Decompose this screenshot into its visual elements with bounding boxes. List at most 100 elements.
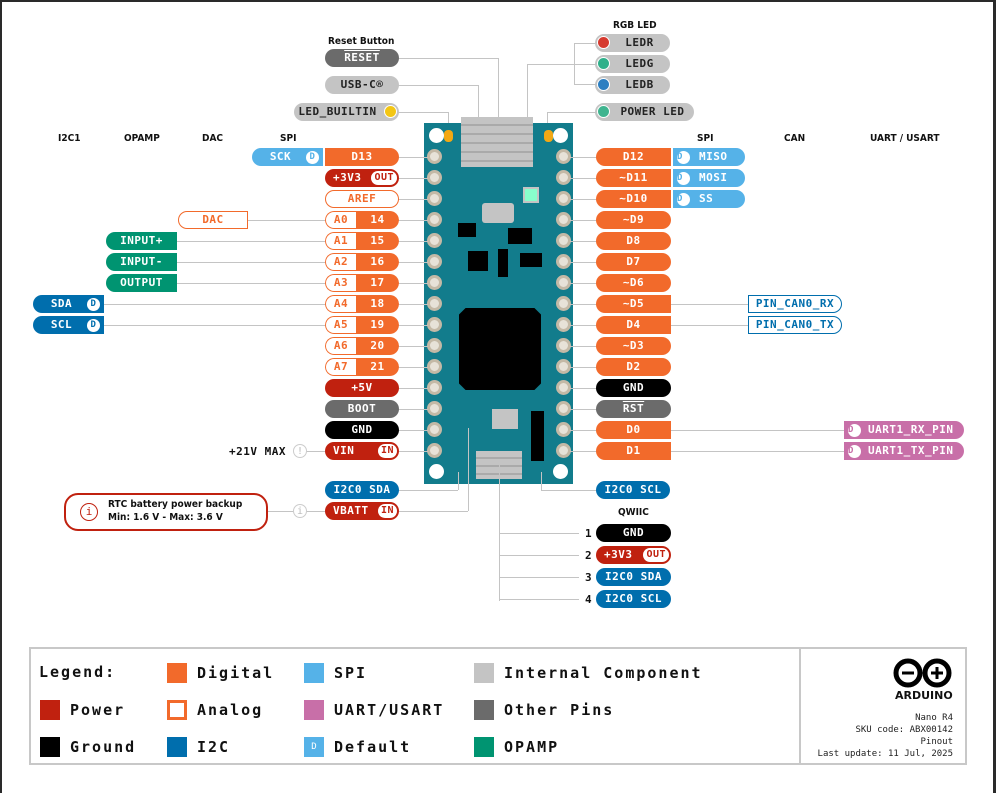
pin-pad: [427, 212, 442, 227]
mount-hole: [553, 128, 568, 143]
pin-pad: [556, 275, 571, 290]
pin-d12: D12: [596, 148, 671, 166]
power-led-icon: [597, 105, 610, 118]
analog-label: A4: [325, 295, 357, 313]
ic-chip: [468, 251, 488, 271]
in-badge: IN: [377, 444, 397, 458]
mount-hole: [553, 464, 568, 479]
ic-chip: [508, 228, 532, 244]
ic-chip: [531, 411, 544, 461]
led-blue-icon: [597, 78, 610, 91]
digital-label: 18: [356, 295, 399, 313]
vbatt-line: [398, 511, 468, 512]
legend-swatch-digital: [167, 663, 187, 683]
pin-line: [398, 199, 428, 200]
pin-pad: [427, 170, 442, 185]
uart-label: UART1_RX_PIN: [868, 423, 954, 436]
spi-label: SS: [699, 192, 714, 205]
legend-divider: [799, 647, 801, 765]
usbc-port-icon: [461, 117, 533, 167]
opamp-output: OUTPUT: [106, 274, 177, 292]
pin-pad: [427, 275, 442, 290]
rgb-led-title: RGB LED: [613, 20, 657, 31]
pin-gnd: GND: [596, 379, 671, 397]
pin-pad: [427, 191, 442, 206]
rtc-note-text: RTC battery power backup Min: 1.6 V - Ma…: [108, 498, 242, 524]
ledr-line: [574, 43, 596, 44]
legend-swatch-default: D: [304, 737, 324, 757]
header-dac: DAC: [202, 133, 224, 144]
pin-line: [570, 388, 597, 389]
legend-label: Power: [70, 701, 126, 719]
pin-d10: ~D10: [596, 190, 671, 208]
analog-label: A2: [325, 253, 357, 271]
legend-swatch-power: [40, 700, 60, 720]
pin-line: [398, 409, 428, 410]
pin-pad: [427, 233, 442, 248]
pin-line: [570, 430, 597, 431]
legend-label: Default: [334, 738, 412, 756]
pin-pad: [427, 296, 442, 311]
header-spi-right: SPI: [697, 133, 714, 144]
dac-pin: DAC: [178, 211, 248, 229]
mount-hole: [429, 464, 444, 479]
usbc-line: [398, 85, 478, 86]
qwiic-pin-number: 3: [585, 571, 592, 584]
pin-line: [398, 325, 428, 326]
pin-pad: [556, 359, 571, 374]
pin-d7: D7: [596, 253, 671, 271]
vbatt-in-badge: IN: [377, 504, 397, 518]
reset-pin: RESET: [325, 49, 399, 67]
qwiic-line: [499, 555, 579, 556]
uart-label: UART1_TX_PIN: [868, 444, 954, 457]
nano-r4-board: [424, 117, 573, 484]
default-badge-icon: D: [677, 171, 690, 185]
pin-pad: [427, 443, 442, 458]
ledb-label: LEDB: [625, 78, 654, 91]
i2c0-scl-line-v: [541, 472, 542, 490]
qwiic-pin-gnd: GND: [596, 524, 671, 542]
sku-code: SKU code: ABX00142: [855, 725, 953, 735]
analog-label: A0: [325, 211, 357, 229]
pin-d11: ~D11: [596, 169, 671, 187]
pin-d5: ~D5: [596, 295, 671, 313]
default-badge-icon: D: [87, 297, 100, 311]
legend-label: Other Pins: [504, 701, 615, 719]
vbatt-line-v: [468, 428, 469, 511]
pin-line: [570, 325, 597, 326]
pin-pad: [556, 317, 571, 332]
ledbuiltin-line-v: [448, 112, 449, 124]
legend-swatch-otherpins: [474, 700, 494, 720]
i2c1-line: [103, 304, 325, 305]
pin-d2: D2: [596, 358, 671, 376]
pin-pad: [427, 422, 442, 437]
builtin-led-icon: [444, 130, 453, 142]
header-opamp: OPAMP: [124, 133, 160, 144]
pin-line: [398, 304, 428, 305]
pin-pad: [556, 422, 571, 437]
pin-5v: +5V: [325, 379, 399, 397]
vbatt-label: VBATT: [333, 504, 369, 517]
digital-label: 17: [356, 274, 399, 292]
opamp-input: INPUT+: [106, 232, 177, 250]
pin-line: [398, 451, 428, 452]
mount-hole: [429, 128, 444, 143]
pin-line: [570, 220, 597, 221]
pin-pad: [427, 401, 442, 416]
opamp-line: [176, 283, 325, 284]
default-badge-icon: D: [306, 150, 319, 164]
spi-label: SCK: [269, 150, 292, 163]
pin-line: [398, 220, 428, 221]
pin-line: [570, 409, 597, 410]
legend-swatch-i2c: [167, 737, 187, 757]
doc-type: Pinout: [920, 737, 953, 747]
